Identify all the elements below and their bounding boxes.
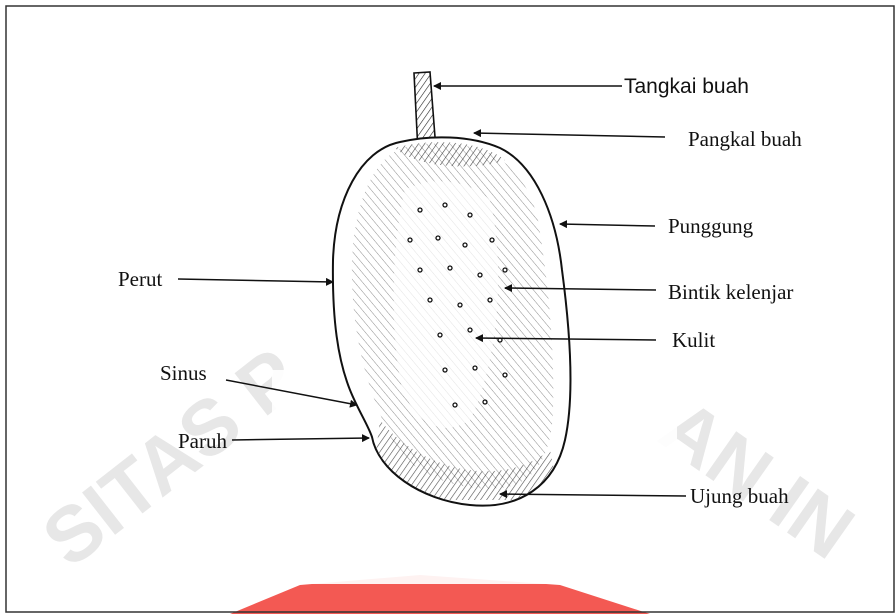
label-paruh: Paruh <box>178 429 227 453</box>
watermark-text-right: AN IN <box>645 382 869 576</box>
leader-pangkal-buah <box>474 133 665 137</box>
label-bintik-kelenjar: Bintik kelenjar <box>668 280 793 304</box>
leader-punggung <box>560 224 655 226</box>
label-sinus: Sinus <box>160 361 207 385</box>
leader-perut <box>178 279 333 282</box>
label-tangkai-buah: Tangkai buah <box>624 75 749 98</box>
label-kulit: Kulit <box>672 328 715 352</box>
label-punggung: Punggung <box>668 214 754 238</box>
fruit-shading <box>352 142 560 500</box>
label-pangkal-buah: Pangkal buah <box>688 127 802 151</box>
label-perut: Perut <box>118 267 162 291</box>
label-ujung-buah: Ujung buah <box>690 484 789 508</box>
